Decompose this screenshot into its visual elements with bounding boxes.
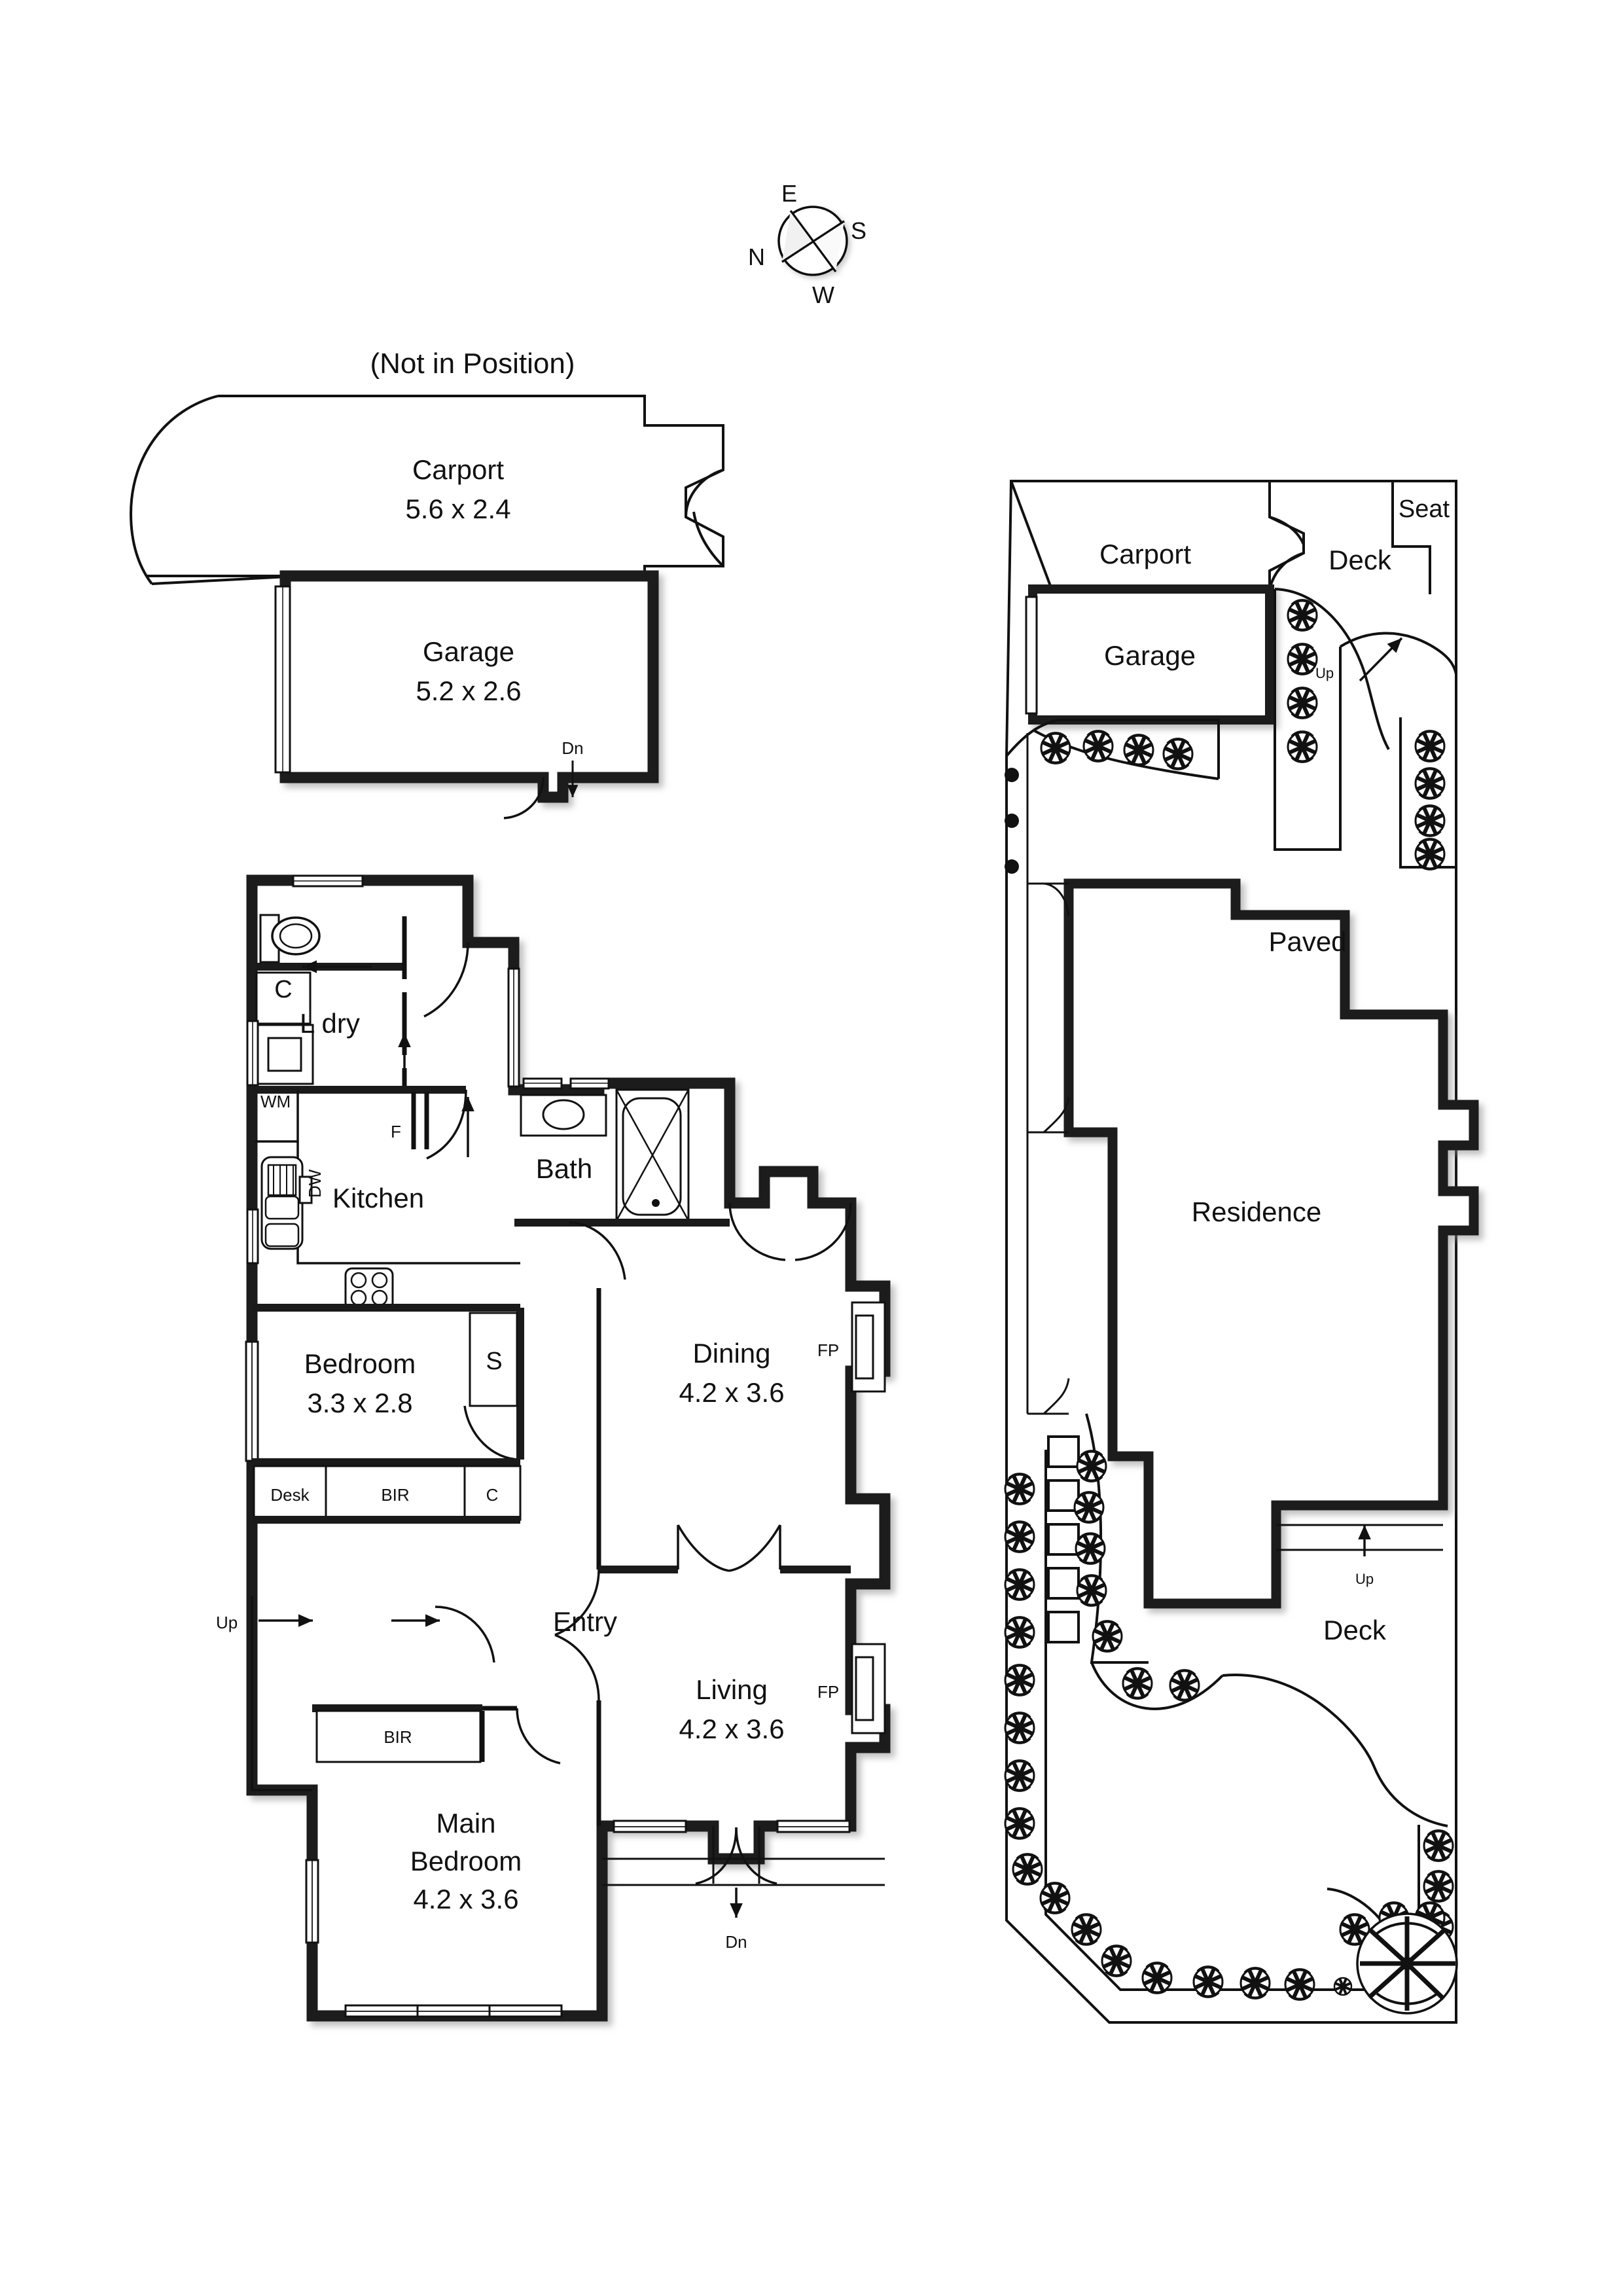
entry-up-label: Up — [216, 1613, 238, 1632]
site-garage-shrub-bed — [1274, 589, 1342, 851]
porch-down-label: Dn — [725, 1932, 747, 1952]
site-rear-deck — [1222, 1524, 1448, 1827]
site-lower-left-shrubs — [1005, 1450, 1406, 2005]
laundry-cupboard — [255, 971, 312, 1025]
passage-window — [507, 967, 520, 1088]
site-up-top-label: Up — [1315, 665, 1334, 681]
site-side-gates — [1027, 882, 1070, 1415]
site-up-rear-label: Up — [1355, 1571, 1374, 1587]
laundry-trough — [255, 1024, 314, 1085]
front-porch — [602, 1826, 885, 1918]
dining-dims: 4.2 x 3.6 — [679, 1377, 784, 1408]
main-bir-label: BIR — [383, 1727, 412, 1747]
kitchen-label: Kitchen — [332, 1183, 424, 1213]
store-label: S — [486, 1348, 502, 1375]
living-fp-label: FP — [817, 1682, 839, 1702]
garage-dims: 5.2 x 2.6 — [416, 675, 521, 706]
bath-area — [514, 1077, 730, 1280]
compass-label-n: N — [748, 243, 765, 270]
main-bedroom-area — [305, 1704, 563, 2018]
laundry-area — [246, 874, 411, 1089]
living-dims: 4.2 x 3.6 — [679, 1713, 784, 1744]
laundry-label: L dry — [300, 1008, 360, 1039]
site-fence-posts — [1005, 733, 1029, 1414]
bedroom2-dims: 3.3 x 2.8 — [307, 1388, 412, 1418]
garage-label: Garage — [423, 636, 514, 667]
store-closet — [469, 1312, 518, 1407]
compass-rose — [777, 206, 848, 276]
main-bir-unit — [315, 1710, 482, 1763]
entry-label: Entry — [553, 1606, 617, 1637]
site-residence — [1063, 878, 1479, 1609]
living-label: Living — [696, 1674, 768, 1705]
site-upper-band — [1268, 481, 1431, 594]
dining-label: Dining — [692, 1338, 770, 1369]
washing-machine-label: WM — [260, 1092, 291, 1111]
site-paved-label: Paved — [1268, 926, 1346, 957]
entry-verandah-outline — [251, 1596, 312, 1791]
carport-label: Carport — [412, 454, 504, 485]
entry-area — [259, 1605, 495, 1663]
kitchen-area — [246, 1086, 520, 1310]
bedroom2-cupboard-label: C — [486, 1485, 499, 1505]
laundry-door — [423, 942, 469, 1018]
main-bedroom-dims: 4.2 x 3.6 — [413, 1884, 518, 1914]
site-right-shrubs-upper — [1399, 717, 1456, 869]
living-area — [554, 1569, 886, 1833]
desk-label: Desk — [270, 1485, 310, 1505]
compass-label-e: E — [781, 180, 797, 207]
bedroom2-bir-label: BIR — [381, 1485, 409, 1505]
carport-dims: 5.6 x 2.4 — [405, 493, 510, 524]
site-carport-label: Carport — [1099, 539, 1191, 569]
site-garage-label: Garage — [1104, 640, 1196, 671]
site-deck-top-label: Deck — [1329, 545, 1392, 575]
laundry-cupboard-label: C — [274, 976, 292, 1003]
site-driveway-shrubs — [1005, 719, 1220, 780]
compass-label-w: W — [812, 281, 834, 308]
detached-garage — [279, 570, 659, 803]
bedroom2-label: Bedroom — [304, 1348, 416, 1379]
cistern — [259, 914, 280, 963]
dishwasher-label: DW — [305, 1169, 325, 1198]
main-bedroom-label-line2: Bedroom — [410, 1846, 522, 1876]
dining-fp-label: FP — [817, 1340, 839, 1360]
bath-label: Bath — [536, 1153, 592, 1184]
site-garage-door — [1025, 596, 1038, 715]
specimen-tree — [1356, 1912, 1458, 2015]
dining-area — [596, 1202, 886, 1573]
site-residence-label: Residence — [1192, 1196, 1321, 1227]
site-lower-right-shrubs — [1327, 1825, 1458, 2015]
garage-rear-door — [503, 777, 544, 819]
main-bedroom-label-line1: Main — [436, 1808, 495, 1839]
site-left-shrub-bed — [1075, 1413, 1224, 1710]
site-seat-label: Seat — [1399, 495, 1450, 523]
site-deck-steps — [1274, 588, 1457, 750]
not-in-position-note: (Not in Position) — [370, 348, 575, 380]
garage-door — [274, 585, 291, 774]
compass-label-s: S — [851, 217, 866, 244]
site-deck-rear-label: Deck — [1323, 1615, 1387, 1645]
garage-down-label: Dn — [562, 738, 583, 758]
site-stepping-stones — [1047, 1435, 1080, 1643]
bedroom2-area — [245, 1304, 524, 1524]
dishwasher-symbol — [298, 1175, 313, 1204]
fridge-label: F — [391, 1122, 401, 1141]
